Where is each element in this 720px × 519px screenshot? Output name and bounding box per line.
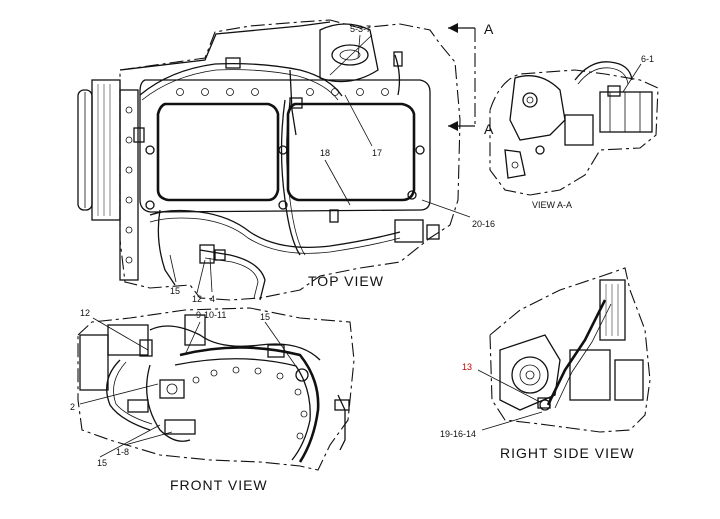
callout-20-16: 20-16 <box>472 219 495 229</box>
callout-2: 2 <box>70 402 75 412</box>
section-letter-bottom: A <box>484 121 494 137</box>
callout-9-10-11: 9-10-11 <box>196 310 226 320</box>
callout-1-8: 1-8 <box>116 447 129 457</box>
front-view-title: FRONT VIEW <box>170 477 268 493</box>
callout-15-front-view-bottom: 15 <box>97 458 107 468</box>
callout-13: 13 <box>462 362 472 372</box>
callout-6-1: 6-1 <box>641 54 654 64</box>
callout-15-top-view: 15 <box>170 286 180 296</box>
front-view-sensors <box>127 339 309 435</box>
view-a-a-title: VIEW A-A <box>532 200 572 210</box>
top-view-frame-bolts <box>145 88 425 210</box>
top-view-bolts <box>125 106 133 264</box>
callout-15-front-view-top: 15 <box>260 312 270 322</box>
front-view-cover <box>179 346 320 463</box>
section-letter-top: A <box>484 21 494 37</box>
callout-12-front-view: 12 <box>80 308 90 318</box>
top-view-connectors <box>133 97 440 264</box>
callout-19-16-14: 19-16-14 <box>440 429 476 439</box>
callout-5-3-7: 5-3-7 <box>350 24 371 34</box>
callout-17: 17 <box>372 148 382 158</box>
top-view-tube-lower <box>149 209 401 249</box>
top-view-title: TOP VIEW <box>308 273 384 289</box>
top-view <box>77 19 461 301</box>
front-view-bolts <box>192 366 308 440</box>
right-side-sensor-tube <box>546 299 607 406</box>
right-side-view <box>489 267 651 433</box>
top-view-cylinder-right <box>286 102 416 202</box>
top-view-pulley <box>77 79 121 221</box>
top-view-harness-center <box>280 99 301 256</box>
front-view <box>77 307 355 471</box>
callout-4: 4 <box>210 294 215 304</box>
section-marker: A A <box>448 21 494 137</box>
top-view-cylinder-left <box>156 102 280 202</box>
top-view-head-frame <box>139 79 431 213</box>
view-a-a: VIEW A-A <box>489 61 659 210</box>
callout-18: 18 <box>320 148 330 158</box>
right-side-view-title: RIGHT SIDE VIEW <box>500 445 635 461</box>
top-view-harness-top <box>139 62 343 97</box>
leader-lines <box>79 34 642 458</box>
top-view-housing <box>319 23 379 83</box>
callouts: 5-3-7 6-1 17 18 20-16 15 12 4 12 9-10-11… <box>70 24 654 468</box>
callout-12-top-view: 12 <box>192 294 202 304</box>
top-view-block-outline <box>119 19 461 301</box>
